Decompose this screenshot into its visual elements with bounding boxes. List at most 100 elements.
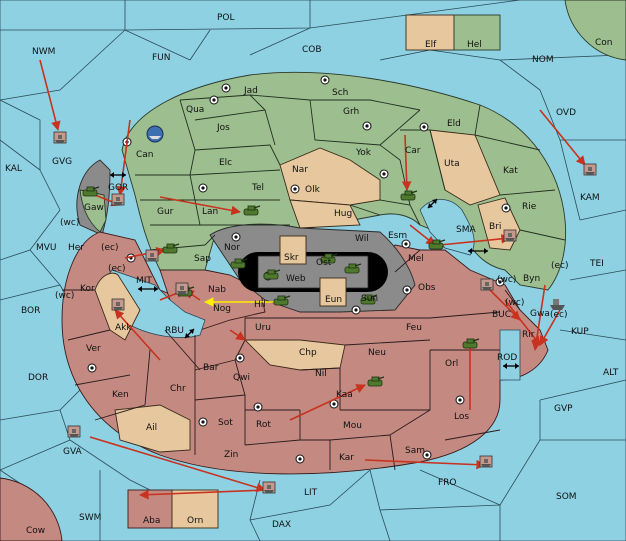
label-cow: Cow (26, 526, 45, 536)
supply-center-icon (253, 402, 263, 412)
region-gaw[interactable] (79, 189, 107, 233)
label-eld: Eld (447, 119, 461, 129)
label-dax: DAX (272, 520, 291, 530)
fleet-icon[interactable] (53, 131, 67, 144)
fleet-icon[interactable] (503, 229, 517, 242)
region-ail[interactable] (114, 404, 191, 453)
supply-center-icon (87, 363, 97, 373)
label-bar: Bar (203, 363, 219, 373)
coast-label: (ec) (551, 261, 569, 271)
coast-label: (ec) (550, 310, 568, 320)
green-borders (135, 94, 566, 271)
region-skr[interactable] (279, 235, 307, 265)
label-nar: Nar (292, 165, 308, 175)
label-sot: Sot (218, 418, 233, 428)
coast-label: (ec) (101, 243, 119, 253)
label-cob: COB (302, 45, 322, 55)
label-los: Los (454, 412, 469, 422)
label-hug: Hug (334, 209, 352, 219)
label-lit: LIT (304, 488, 318, 498)
label-obs: Obs (418, 283, 436, 293)
label-pol: POL (217, 13, 235, 23)
supply-center-icon (295, 454, 305, 464)
label-tei: TEI (589, 259, 604, 269)
supply-center-icon (320, 75, 330, 85)
convoy-ship-icon[interactable] (146, 125, 164, 143)
label-web: Web (286, 274, 306, 284)
fleet-icon[interactable] (583, 163, 597, 176)
label-sap: Sap (194, 254, 211, 264)
fleet-icon[interactable] (479, 455, 493, 468)
label-rbu: RBU (165, 326, 184, 336)
region-orn[interactable] (171, 489, 219, 529)
label-ovd: OVD (556, 108, 576, 118)
map-labels: POL NWM FUN COB NOM Con OVD KAL GVG KAM … (5, 13, 619, 536)
label-bor: BOR (21, 306, 40, 316)
coast-label: (wc) (55, 291, 74, 301)
label-rod: ROD (497, 353, 517, 363)
label-mit: MIT (136, 276, 152, 286)
fleet-icon[interactable] (262, 481, 276, 494)
label-olk: Olk (305, 185, 321, 195)
label-kat: Kat (503, 166, 518, 176)
supply-center-icon (379, 169, 389, 179)
fleet-icon[interactable] (550, 299, 565, 310)
label-orl: Orl (445, 359, 458, 369)
label-sch: Sch (332, 88, 348, 98)
supply-center-icon (198, 417, 208, 427)
fleet-icon[interactable] (111, 298, 125, 311)
label-mou: Mou (343, 421, 362, 431)
region-eun[interactable] (319, 277, 347, 307)
supply-center-icon (198, 183, 208, 193)
label-elf: Elf (425, 40, 437, 50)
label-jad: Jad (243, 86, 258, 96)
label-mvu: MVU (36, 243, 57, 253)
supply-center-icon (455, 395, 465, 405)
label-kor: Kor (80, 284, 95, 294)
label-neu: Neu (368, 348, 386, 358)
region-hug[interactable] (289, 199, 361, 229)
coast-label: (wc) (497, 275, 516, 285)
label-byn: Byn (523, 274, 540, 284)
fleet-icon[interactable] (111, 193, 125, 206)
double-arrow-icon (427, 198, 438, 209)
label-sam: Sam (405, 446, 425, 456)
label-uru: Uru (255, 323, 271, 333)
label-gor: GOR (108, 183, 128, 193)
label-rot: Rot (256, 420, 271, 430)
supply-center-icon (209, 95, 219, 105)
label-uta: Uta (444, 159, 460, 169)
fleet-icon[interactable] (67, 425, 81, 438)
label-kam: KAM (580, 193, 600, 203)
supply-center-icon (402, 285, 412, 295)
label-fun: FUN (152, 53, 171, 63)
supply-center-icon (351, 305, 361, 315)
label-elc: Elc (219, 158, 232, 168)
fleet-icon[interactable] (175, 282, 189, 295)
region-elf[interactable] (405, 14, 455, 51)
label-hil: Hil (254, 300, 266, 310)
label-gur: Gur (157, 207, 174, 217)
supply-center-icon (422, 450, 432, 460)
label-eun: Eun (325, 295, 342, 305)
region-aba[interactable] (127, 489, 173, 529)
label-jos: Jos (216, 123, 230, 133)
label-kal: KAL (5, 164, 22, 174)
label-fro: FRO (438, 478, 457, 488)
label-dor: DOR (28, 373, 48, 383)
label-gvg: GVG (52, 157, 72, 167)
supply-center-icon (221, 83, 231, 93)
label-aba: Aba (143, 516, 160, 526)
label-yok: Yok (355, 148, 372, 158)
supply-center-icon (495, 277, 505, 287)
region-hel[interactable] (453, 14, 501, 51)
supply-center-icon (231, 232, 241, 242)
label-ken: Ken (112, 390, 129, 400)
label-ost: Ost (316, 258, 332, 268)
label-kaa: Kaa (336, 390, 353, 400)
label-con: Con (595, 38, 613, 48)
fleet-icon[interactable] (480, 278, 494, 291)
fleet-icon[interactable] (145, 249, 159, 262)
